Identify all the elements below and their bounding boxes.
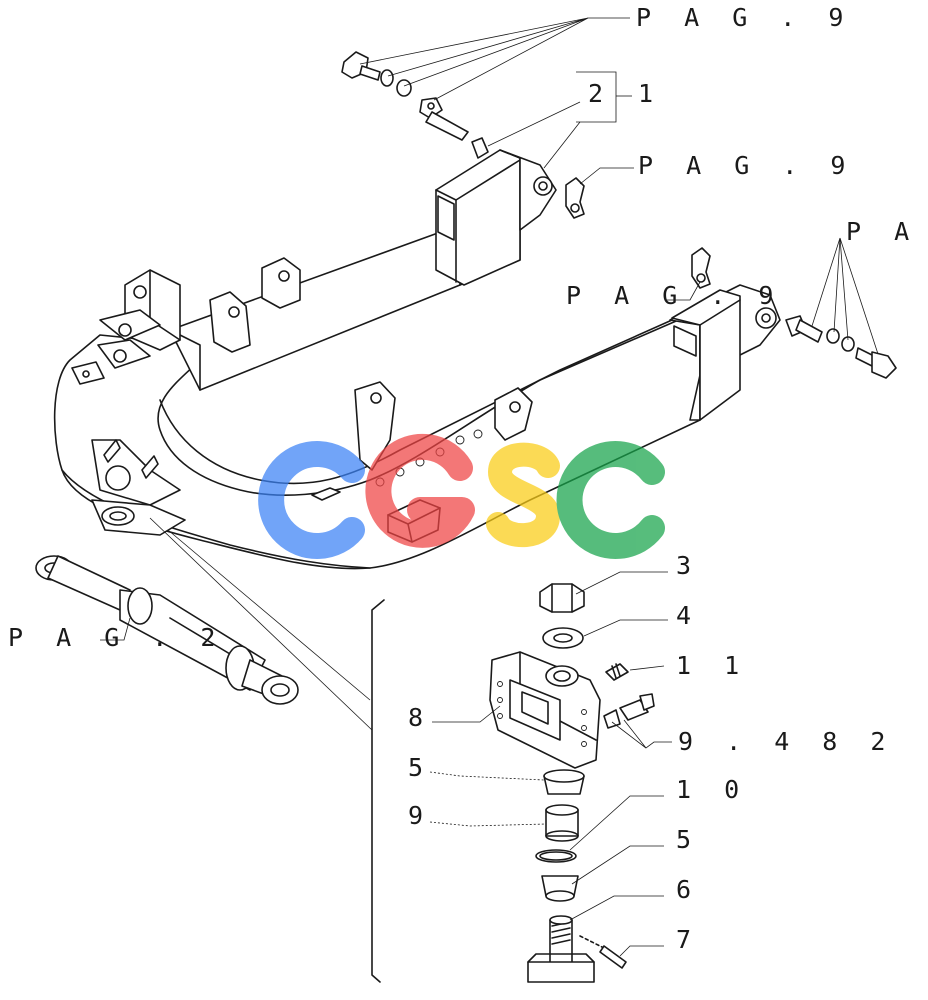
callout-4: 4 — [676, 601, 700, 630]
callout-5-upper: 5 — [408, 753, 432, 782]
callout-5-lower: 5 — [676, 825, 700, 854]
callout-9: 9 — [408, 801, 432, 830]
hitch-exploded-group — [371, 583, 655, 983]
reference-labels: P A G . 9 2 1 P A G . 9 P A G P A G . 9 … — [8, 3, 928, 954]
callout-7: 7 — [676, 925, 700, 954]
ref-pag9-frame: P A G . 9 — [566, 281, 782, 310]
callout-10: 1 0 — [676, 775, 748, 804]
callout-6: 6 — [676, 875, 700, 904]
ref-pag-right: P A G — [846, 217, 928, 246]
lift-cylinder — [35, 555, 299, 705]
callout-8: 8 — [408, 703, 432, 732]
washer-icon — [542, 627, 584, 649]
ref-pag2-left: P A G . 2 — [8, 623, 224, 652]
callout-3: 3 — [676, 551, 700, 580]
ref-9482: 9 . 4 8 2 — [678, 727, 894, 756]
watermark-letter-g — [365, 433, 475, 548]
bolt-head-icon — [871, 351, 897, 379]
leader-lines — [100, 17, 879, 957]
callout-1: 1 — [638, 79, 662, 108]
watermark-letter-s — [486, 442, 561, 548]
ref-pag9-top: P A G . 9 — [636, 3, 852, 32]
callout-2: 2 — [588, 79, 612, 108]
callout-11: 1 1 — [676, 651, 748, 680]
watermark-letter-c2 — [556, 441, 665, 559]
castle-nut-icon — [539, 583, 585, 613]
group-bracket — [371, 599, 385, 983]
ref-pag9-mid: P A G . 9 — [638, 151, 854, 180]
right-pin-hardware — [785, 315, 897, 379]
top-pin-hardware — [341, 51, 711, 289]
watermark-letter-c1 — [258, 441, 365, 559]
watermark-logo — [258, 433, 665, 559]
